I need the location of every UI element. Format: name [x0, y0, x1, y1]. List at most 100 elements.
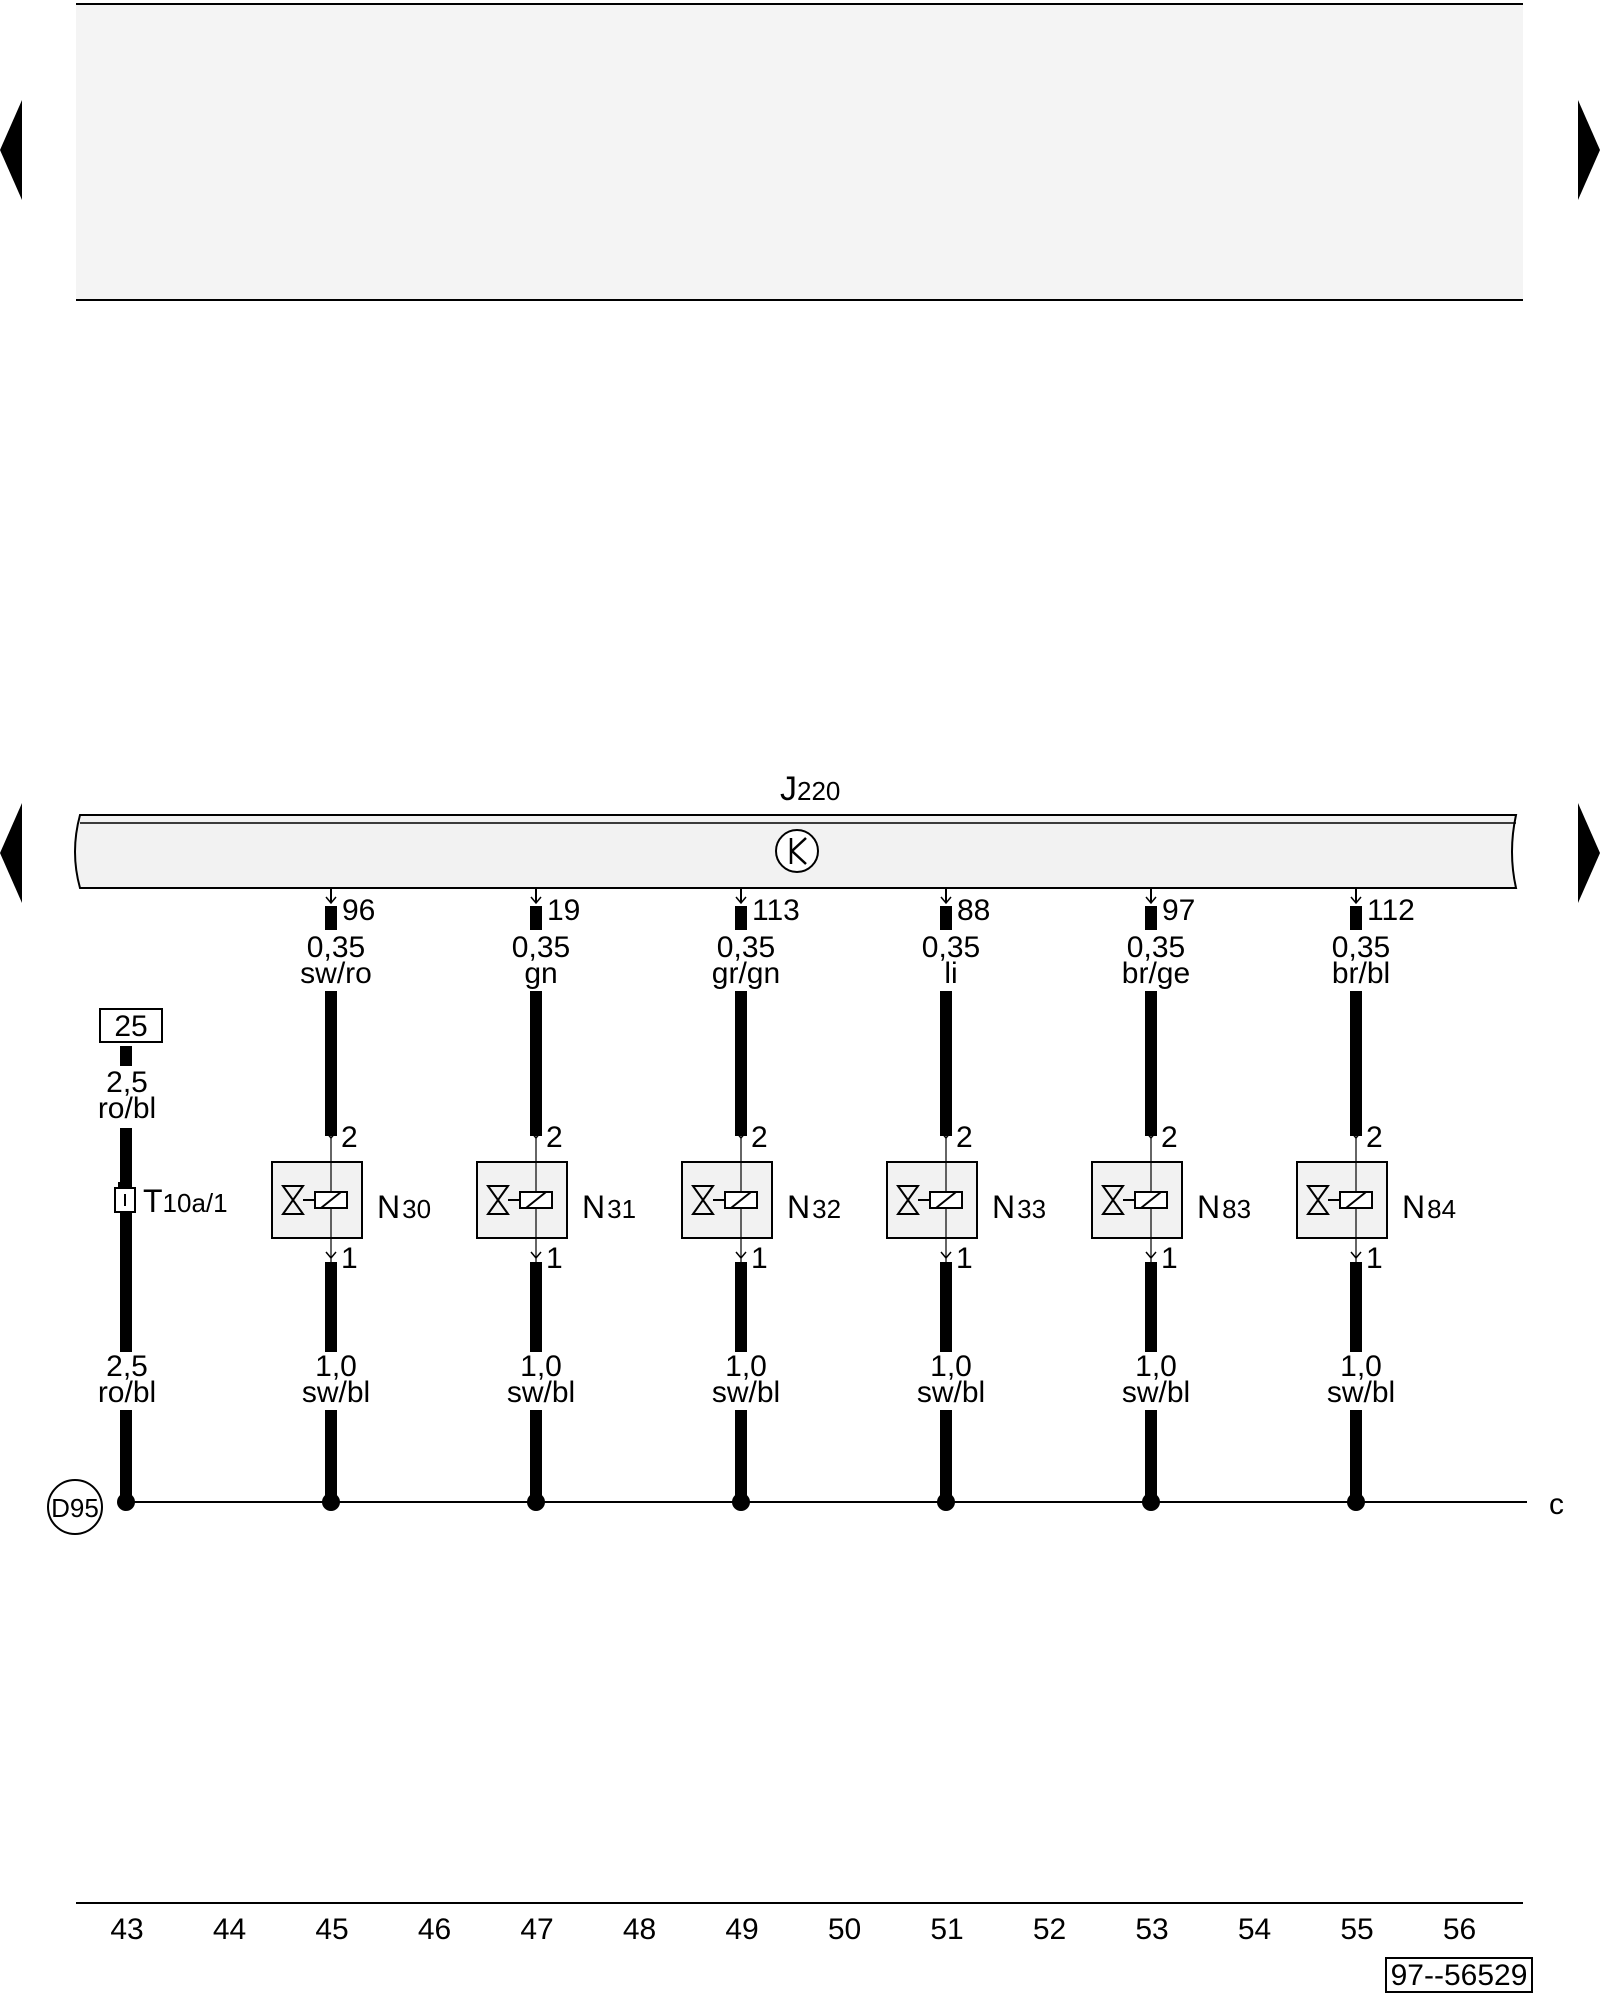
wire-segment: [1350, 1262, 1362, 1352]
pin-arrow: [735, 896, 747, 905]
track-number: 48: [623, 1913, 656, 1946]
wire-color: br/ge: [1122, 957, 1190, 990]
component-bottom-pin: 1: [546, 1242, 563, 1275]
unit-pin-number: 96: [342, 894, 375, 927]
lower-wire-size: 1,0: [930, 1350, 972, 1383]
wire-segment: [1350, 906, 1362, 930]
injector-columns: 960,35sw/ro2N3011,0sw/bl190,35gn2N3111,0…: [271, 888, 1456, 1511]
lower-wire-color: sw/bl: [712, 1376, 780, 1409]
wire-segment: [940, 1410, 952, 1502]
ground-junction: [1347, 1493, 1365, 1511]
track-number: 46: [418, 1913, 451, 1946]
wire-segment: [940, 991, 952, 1136]
wire-segment: [1145, 906, 1157, 930]
lower-wire-color: sw/bl: [1122, 1376, 1190, 1409]
injector-valve-icon: [1101, 1185, 1168, 1215]
injector-label: N84: [1402, 1189, 1456, 1225]
connector-icon: [114, 1182, 136, 1213]
pin-arrow: [940, 1251, 952, 1260]
injector-valve-icon: [896, 1185, 963, 1215]
continuation-label: c: [1549, 1488, 1564, 1521]
injector-label: N31: [582, 1189, 636, 1225]
lower-wire-color: sw/bl: [507, 1376, 575, 1409]
prev-page-arrow-bottom[interactable]: [0, 803, 22, 903]
wire-segment: [1145, 1410, 1157, 1502]
supply-wire-group: 25 2,5 ro/bl T10a/1 2,5 ro/bl: [98, 1008, 228, 1511]
wire-color: sw/ro: [300, 957, 372, 990]
pin-arrow: [1350, 896, 1362, 905]
injector-label: N83: [1197, 1189, 1251, 1225]
track-number: 49: [725, 1913, 758, 1946]
wire-segment: [1350, 1410, 1362, 1502]
pin-arrow: [325, 896, 337, 905]
pin-arrow: [735, 1251, 747, 1260]
component-bottom-pin: 1: [1161, 1242, 1178, 1275]
next-page-arrow-bottom[interactable]: [1578, 803, 1600, 903]
track-number: 43: [110, 1913, 143, 1946]
track-number: 44: [213, 1913, 246, 1946]
supply-upper-color: ro/bl: [98, 1092, 156, 1125]
injector-valve-icon: [691, 1185, 758, 1215]
wire-segment: [1350, 991, 1362, 1136]
ground-junction: [1142, 1493, 1160, 1511]
ground-junction: [937, 1493, 955, 1511]
track-number: 51: [930, 1913, 963, 1946]
wire-segment: [530, 906, 542, 930]
track-number: 55: [1340, 1913, 1373, 1946]
pin-arrow: [1145, 896, 1157, 905]
injector-label: N32: [787, 1189, 841, 1225]
supply-lower-size: 2,5: [106, 1350, 148, 1383]
wire-size: 0,35: [307, 931, 365, 964]
unit-pin-number: 19: [547, 894, 580, 927]
control-unit-symbol-icon: [775, 829, 819, 873]
component-bottom-pin: 1: [751, 1242, 768, 1275]
wire-size: 0,35: [922, 931, 980, 964]
wire-size: 0,35: [717, 931, 775, 964]
injector-valve-icon: [1306, 1185, 1373, 1215]
track-number: 50: [828, 1913, 861, 1946]
track-number: 47: [520, 1913, 553, 1946]
fuse-box: [99, 1008, 163, 1043]
wire-color: gn: [524, 957, 557, 990]
ground-junction: [527, 1493, 545, 1511]
lower-wire-color: sw/bl: [302, 1376, 370, 1409]
unit-pin-number: 113: [752, 894, 800, 927]
lower-wire-size: 1,0: [1340, 1350, 1382, 1383]
track-number: 45: [315, 1913, 348, 1946]
drawing-number-box: [1385, 1957, 1533, 1993]
lower-wire-size: 1,0: [725, 1350, 767, 1383]
unit-pin-number: 88: [957, 894, 990, 927]
wire-segment: [735, 906, 747, 930]
wire-color: gr/gn: [712, 957, 780, 990]
component-bottom-pin: 1: [1366, 1242, 1383, 1275]
fuse-number: 25: [114, 1010, 147, 1043]
injector-valve-icon: [486, 1185, 553, 1215]
control-unit-label: J220: [780, 770, 840, 808]
wire-segment: [325, 1262, 337, 1352]
pin-arrow: [530, 1251, 542, 1260]
pin-arrow: [940, 896, 952, 905]
lower-wire-size: 1,0: [520, 1350, 562, 1383]
unit-pin-number: 112: [1367, 894, 1415, 927]
ground-junction: [732, 1493, 750, 1511]
next-page-arrow-top[interactable]: [1578, 100, 1600, 200]
component-bottom-pin: 1: [341, 1242, 358, 1275]
lower-wire-size: 1,0: [315, 1350, 357, 1383]
ground-point-circle: [47, 1479, 103, 1535]
header-panel: [76, 4, 1523, 300]
lower-wire-size: 1,0: [1135, 1350, 1177, 1383]
wire-size: 0,35: [1332, 931, 1390, 964]
component-bottom-pin: 1: [956, 1242, 973, 1275]
injector-label: N30: [377, 1189, 431, 1225]
track-number: 53: [1135, 1913, 1168, 1946]
component-top-pin: 2: [1366, 1121, 1383, 1154]
track-number: 54: [1238, 1913, 1271, 1946]
prev-page-arrow-top[interactable]: [0, 100, 22, 200]
